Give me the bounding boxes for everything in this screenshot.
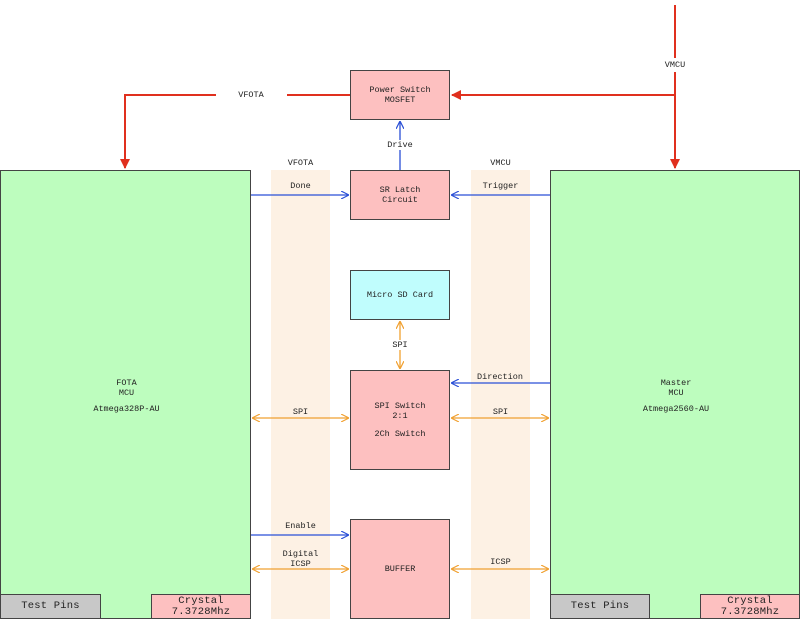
spi-right-label: SPI xyxy=(492,407,509,417)
fota-mcu-part: Atmega328P-AU xyxy=(93,404,160,414)
vfota-band-label: VFOTA xyxy=(287,158,314,168)
trigger-label: Trigger xyxy=(482,181,519,191)
fota-mcu-title: FOTA MCU xyxy=(116,378,137,398)
master-mcu-title: Master MCU xyxy=(660,378,692,398)
spi-switch-subtitle: 2Ch Switch xyxy=(374,429,426,439)
vfota-power-label: VFOTA xyxy=(238,90,264,100)
digital-icsp-label: Digital ICSP xyxy=(282,549,319,569)
icsp-label: ICSP xyxy=(490,557,511,567)
master-mcu-part: Atmega2560-AU xyxy=(642,404,710,414)
spi-sd-label: SPI xyxy=(385,340,415,350)
microsd-card-block: Micro SD Card xyxy=(350,270,450,320)
vmcu-domain-band xyxy=(471,170,530,619)
buffer-block: BUFFER xyxy=(350,519,450,619)
drive-label: Drive xyxy=(380,140,420,150)
sr-latch-block: SR Latch Circuit xyxy=(350,170,450,220)
master-mcu-block: Master MCU Atmega2560-AU xyxy=(550,170,800,619)
direction-label: Direction xyxy=(477,372,523,382)
crystal-left: Crystal 7.3728Mhz xyxy=(151,594,251,619)
enable-label: Enable xyxy=(285,521,316,531)
spi-switch-block: SPI Switch 2:1 2Ch Switch xyxy=(350,370,450,470)
vfota-wire-to-fota xyxy=(120,94,216,169)
vmcu-band-label: VMCU xyxy=(490,158,511,168)
test-pins-left: Test Pins xyxy=(0,594,101,619)
power-switch-mosfet-block: Power Switch MOSFET xyxy=(350,70,450,120)
done-label: Done xyxy=(290,181,311,191)
vfota-domain-band xyxy=(271,170,330,619)
vmcu-power-label: VMCU xyxy=(664,60,686,70)
test-pins-right: Test Pins xyxy=(550,594,650,619)
fota-mcu-block: FOTA MCU Atmega328P-AU xyxy=(0,170,251,619)
spi-switch-title: SPI Switch 2:1 xyxy=(374,401,426,421)
spi-left-label: SPI xyxy=(292,407,309,417)
crystal-right: Crystal 7.3728Mhz xyxy=(700,594,800,619)
